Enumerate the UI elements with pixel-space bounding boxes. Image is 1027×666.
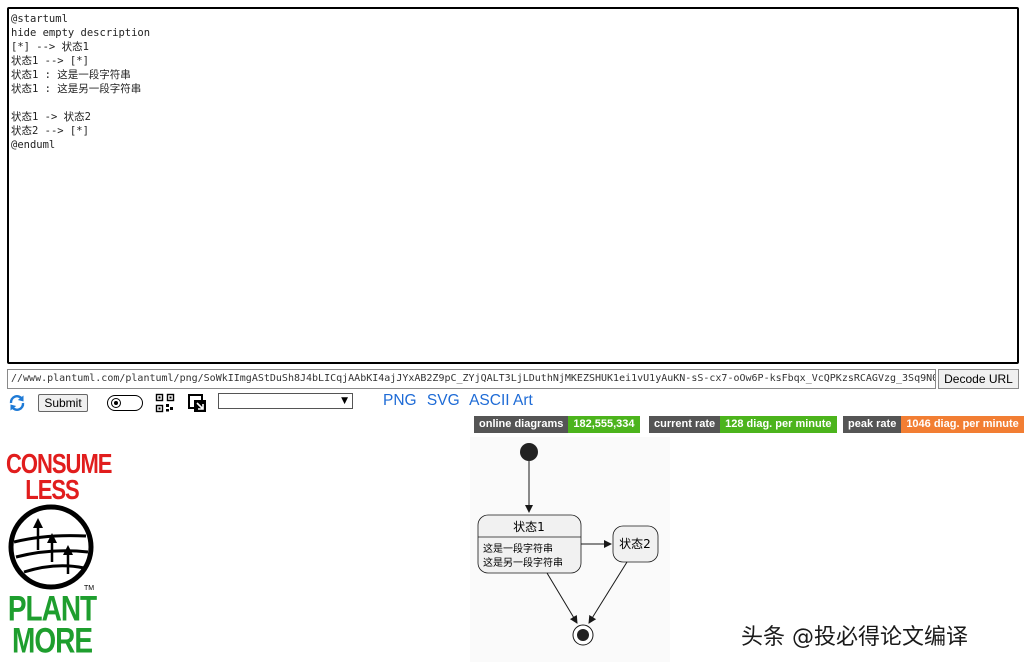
- png-link[interactable]: PNG: [383, 392, 417, 409]
- submit-button[interactable]: Submit: [38, 394, 88, 412]
- decode-url-button[interactable]: Decode URL: [938, 369, 1019, 389]
- badge-value: 182,555,334: [568, 416, 640, 433]
- format-links: PNG SVG ASCII Art: [383, 392, 539, 410]
- peak-rate-badge: peak rate 1046 diag. per minute: [843, 416, 1024, 433]
- state-1-desc-2: 这是另一段字符串: [483, 556, 563, 569]
- current-rate-badge: current rate 128 diag. per minute: [649, 416, 837, 433]
- editor-line: @startuml: [11, 13, 68, 25]
- state-2-title: 状态2: [619, 537, 651, 551]
- diagram-select[interactable]: ▼: [218, 393, 353, 409]
- initial-state: [520, 443, 538, 461]
- editor-line: @enduml: [11, 139, 56, 151]
- plant-circle-icon: TM: [8, 504, 94, 592]
- refresh-icon[interactable]: [7, 393, 27, 413]
- editor-line: 状态1 --> [*]: [11, 55, 89, 67]
- logo-bottom-line-1: PLANT: [7, 589, 97, 628]
- logo-bottom-line-2: MORE: [12, 621, 93, 660]
- badge-label: current rate: [649, 416, 721, 433]
- consume-less-plant-more-logo: CONSUME LESS TM PLANT MORE: [6, 447, 112, 663]
- editor-line: hide empty description: [11, 27, 151, 39]
- logo-top-line-2: LESS: [25, 473, 79, 505]
- chevron-down-icon: ▼: [341, 396, 348, 406]
- badge-value: 1046 diag. per minute: [901, 416, 1024, 433]
- final-state-inner: [577, 629, 589, 641]
- ascii-art-link[interactable]: ASCII Art: [469, 392, 533, 409]
- online-diagrams-badge: online diagrams 182,555,334: [474, 416, 640, 433]
- popout-icon[interactable]: [188, 393, 208, 413]
- source-editor[interactable]: @startuml hide empty description [*] --> 状…: [7, 7, 1019, 364]
- editor-line: [*] --> 状态1: [11, 41, 89, 53]
- state-1-desc-1: 这是一段字符串: [483, 542, 553, 555]
- qr-code-icon[interactable]: [155, 393, 175, 413]
- toggle-icon[interactable]: [107, 395, 143, 411]
- editor-line: [11, 96, 1015, 110]
- svg-text:TM: TM: [84, 585, 94, 592]
- badge-value: 128 diag. per minute: [720, 416, 837, 433]
- state-1-title: 状态1: [513, 520, 545, 534]
- logo-top-line-1: CONSUME: [6, 447, 112, 479]
- watermark-text: 头条 @投必得论文编译: [741, 625, 968, 650]
- url-row: //www.plantuml.com/plantuml/png/SoWkIImg…: [7, 369, 1019, 389]
- state-2-box: [612, 525, 659, 563]
- editor-line: 状态1 : 这是另一段字符串: [11, 83, 142, 95]
- editor-line: 状态1 -> 状态2: [11, 111, 91, 123]
- editor-line: 状态2 --> [*]: [11, 125, 89, 137]
- editor-line: 状态1 : 这是一段字符串: [11, 69, 131, 81]
- badge-label: peak rate: [843, 416, 902, 433]
- toggle-knob: [111, 398, 121, 408]
- svg-link[interactable]: SVG: [426, 392, 460, 409]
- url-input[interactable]: //www.plantuml.com/plantuml/png/SoWkIImg…: [7, 369, 936, 389]
- state-diagram: 状态1 这是一段字符串 这是另一段字符串 状态2: [470, 437, 670, 662]
- badge-label: online diagrams: [474, 416, 569, 433]
